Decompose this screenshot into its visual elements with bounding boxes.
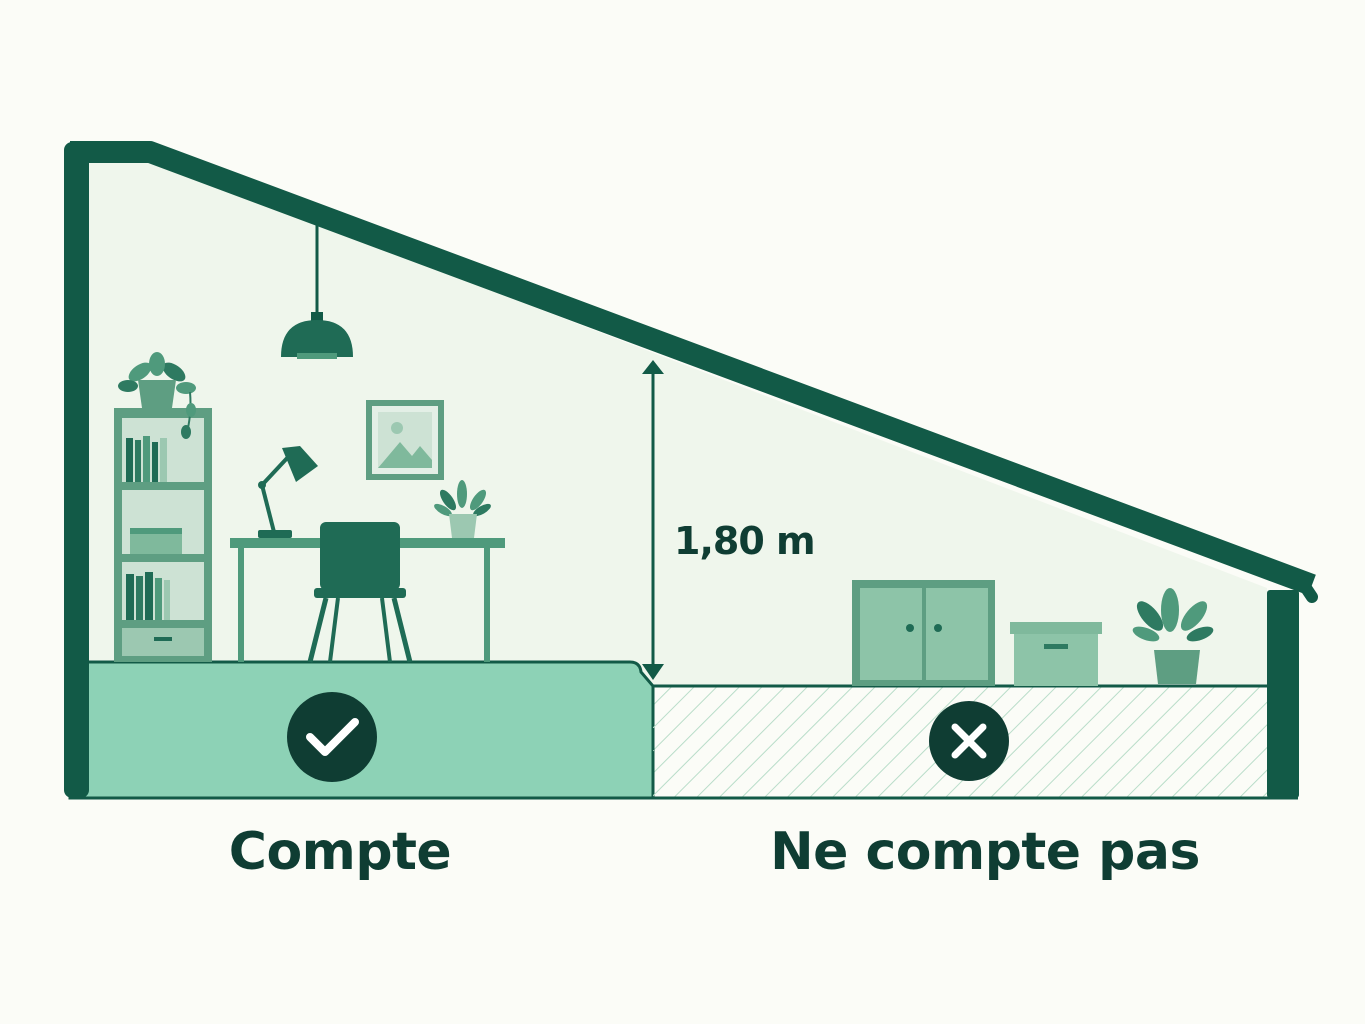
shelf-plant xyxy=(118,352,196,439)
sloped-roof xyxy=(70,141,1316,596)
desk-plant xyxy=(434,480,491,538)
right-wall xyxy=(1267,590,1299,798)
pendant-lamp xyxy=(281,220,353,359)
desk-lamp xyxy=(258,446,318,538)
not-counts-label: Ne compte pas xyxy=(770,822,1200,882)
room-interior xyxy=(88,160,1267,686)
left-wall xyxy=(64,142,89,798)
counts-label: Compte xyxy=(228,822,452,882)
cross-icon xyxy=(929,701,1009,781)
height-label: 1,80 m xyxy=(674,519,815,563)
height-measurement-arrow xyxy=(642,360,664,680)
bookshelf xyxy=(114,408,212,662)
desk-chair xyxy=(307,522,413,663)
storage-box xyxy=(1010,622,1102,686)
floor-plant xyxy=(1132,588,1214,684)
low-cabinet xyxy=(852,580,995,686)
wall-picture xyxy=(366,400,444,480)
check-icon xyxy=(287,692,377,782)
